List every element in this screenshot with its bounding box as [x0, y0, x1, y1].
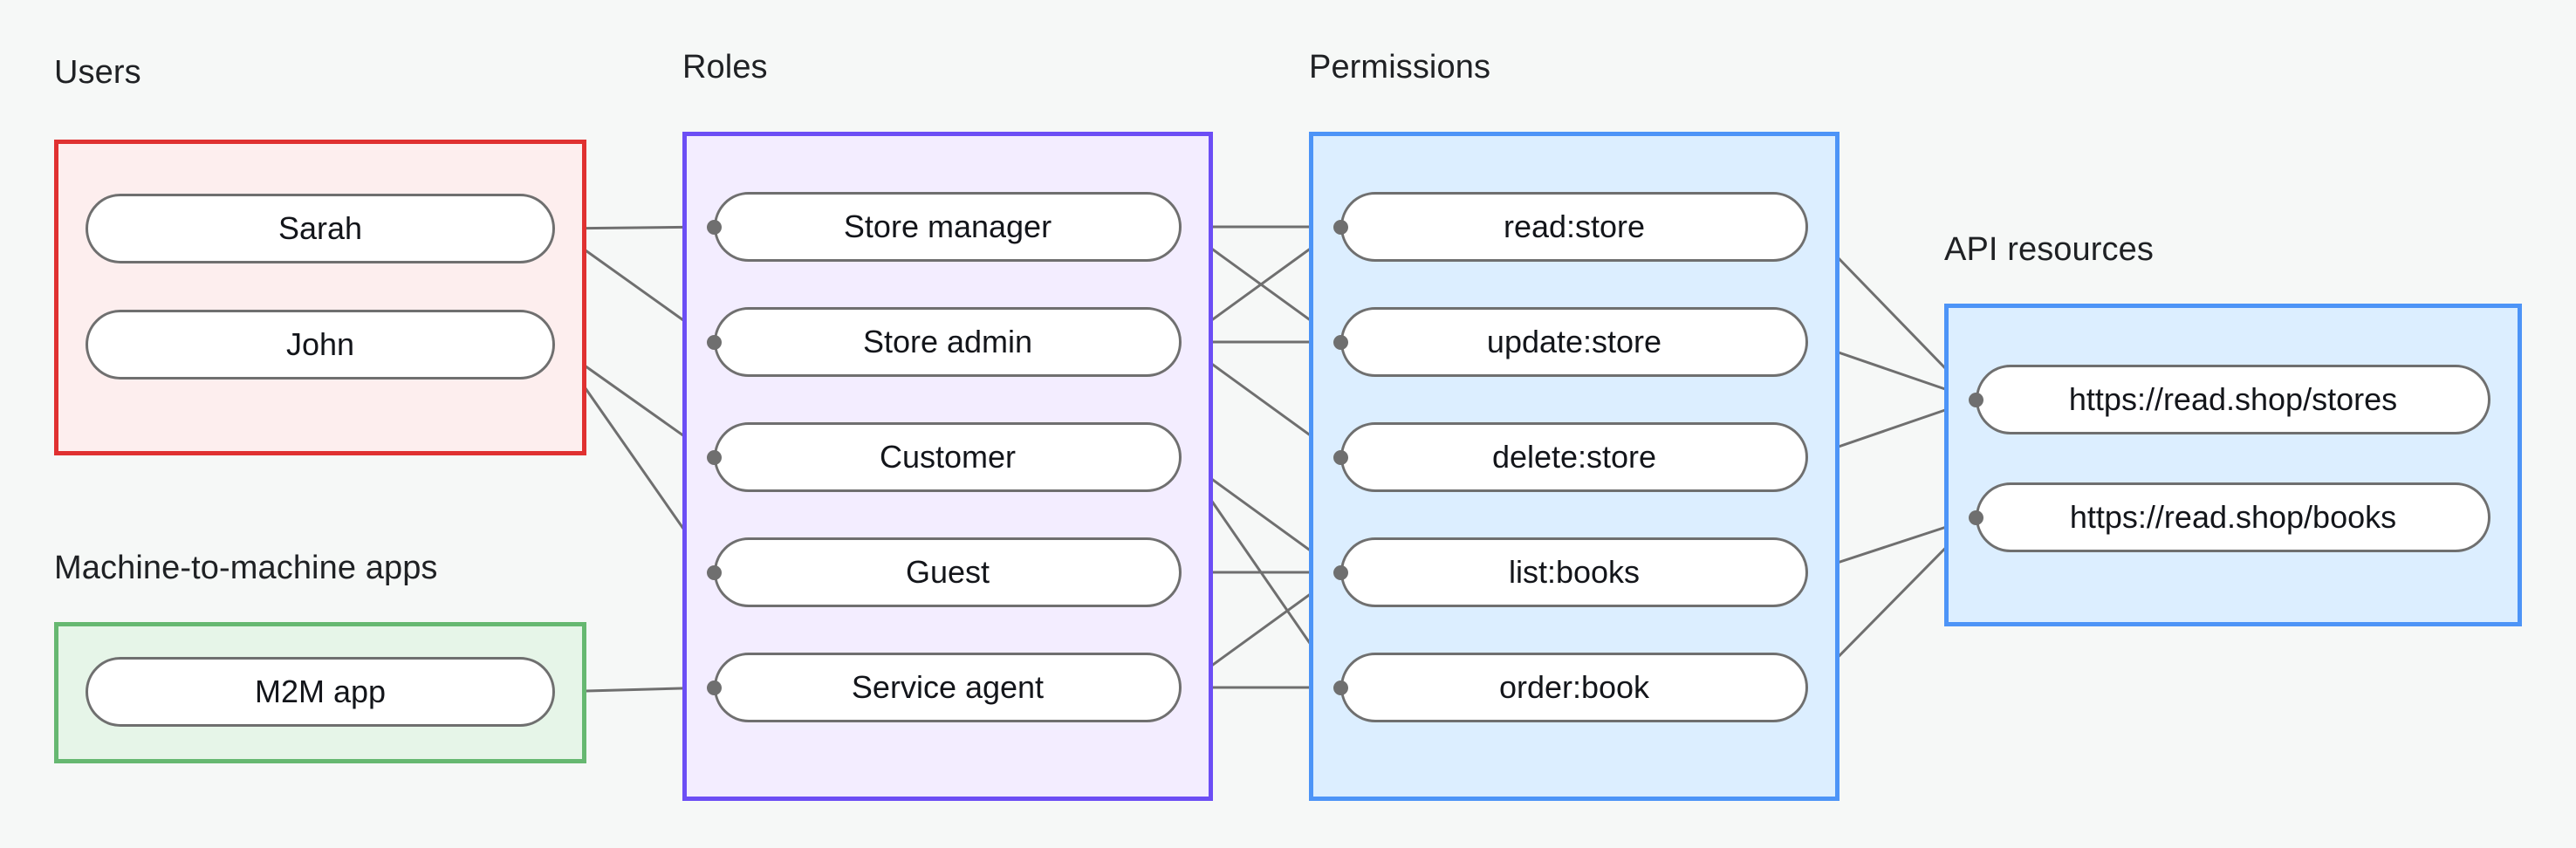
node-label-list-books: list:books [1508, 554, 1641, 590]
port-in-read-store [1333, 220, 1348, 235]
node-label-update-store: update:store [1486, 324, 1662, 359]
node-label-delete-store: delete:store [1491, 439, 1657, 475]
port-in-store-manager [707, 220, 722, 235]
group-title-users: Users [54, 54, 141, 91]
node-label-stores-url: https://read.shop/stores [2068, 381, 2398, 417]
node-list-books[interactable]: list:books [1340, 537, 1808, 607]
node-books-url[interactable]: https://read.shop/books [1976, 482, 2490, 552]
node-label-order-book: order:book [1498, 669, 1650, 705]
node-john[interactable]: John [86, 310, 555, 380]
group-box-users [54, 140, 586, 455]
node-label-read-store: read:store [1503, 209, 1646, 244]
node-label-m2m-app: M2M app [254, 674, 387, 709]
node-label-store-manager: Store manager [843, 209, 1052, 244]
node-label-guest: Guest [905, 554, 990, 590]
port-in-store-admin [707, 335, 722, 350]
port-in-stores-url [1969, 393, 1983, 407]
port-in-customer [707, 450, 722, 465]
node-label-sarah: Sarah [277, 210, 363, 246]
node-delete-store[interactable]: delete:store [1340, 422, 1808, 492]
node-guest[interactable]: Guest [714, 537, 1182, 607]
port-in-list-books [1333, 565, 1348, 580]
group-title-api-resources: API resources [1944, 231, 2154, 268]
node-m2m-app[interactable]: M2M app [86, 657, 555, 727]
port-in-service-agent [707, 680, 722, 695]
node-label-store-admin: Store admin [862, 324, 1033, 359]
node-store-manager[interactable]: Store manager [714, 192, 1182, 262]
node-service-agent[interactable]: Service agent [714, 653, 1182, 722]
group-title-roles: Roles [682, 49, 768, 85]
port-in-order-book [1333, 680, 1348, 695]
port-in-delete-store [1333, 450, 1348, 465]
node-label-books-url: https://read.shop/books [2069, 499, 2397, 535]
group-box-api-resources [1944, 304, 2522, 626]
node-read-store[interactable]: read:store [1340, 192, 1808, 262]
port-in-guest [707, 565, 722, 580]
group-title-m2m: Machine-to-machine apps [54, 550, 438, 586]
port-in-update-store [1333, 335, 1348, 350]
node-sarah[interactable]: Sarah [86, 194, 555, 263]
node-label-service-agent: Service agent [851, 669, 1045, 705]
node-order-book[interactable]: order:book [1340, 653, 1808, 722]
node-label-john: John [285, 326, 355, 362]
node-update-store[interactable]: update:store [1340, 307, 1808, 377]
node-store-admin[interactable]: Store admin [714, 307, 1182, 377]
port-in-books-url [1969, 510, 1983, 525]
node-label-customer: Customer [879, 439, 1017, 475]
group-title-permissions: Permissions [1309, 49, 1491, 85]
node-stores-url[interactable]: https://read.shop/stores [1976, 365, 2490, 434]
node-customer[interactable]: Customer [714, 422, 1182, 492]
